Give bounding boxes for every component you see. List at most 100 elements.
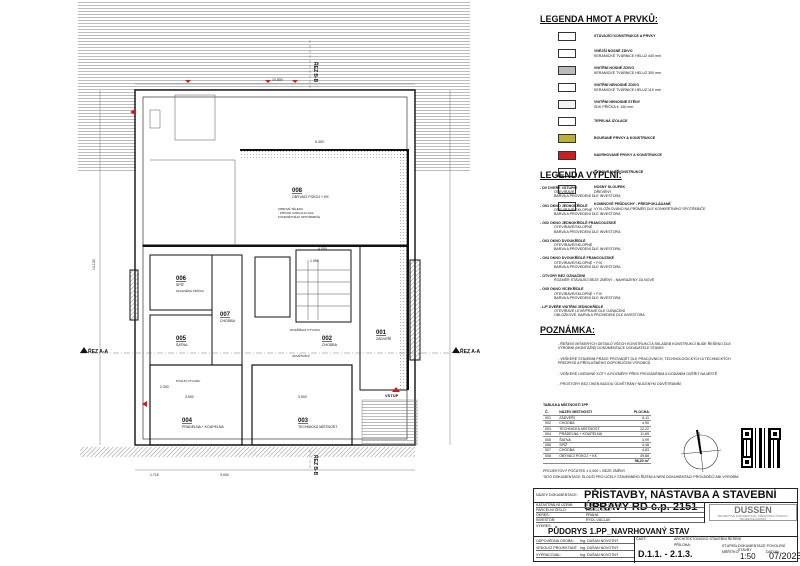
- table-cell: PRÁDELNA + KOUPELNA: [557, 431, 624, 438]
- fill-desc: OTEVÍRAVÉ/SKLOPNÉ + FIX: [554, 260, 602, 265]
- label: DATUM:: [766, 550, 780, 554]
- legend-sublabel: SDK PŘÍČKA tl. 150 mm: [594, 104, 634, 109]
- note-title: POZNÁMKA:: [540, 325, 595, 335]
- fill-desc: OTEVÍRAVÉ/SKLOPNÉ + FIX: [554, 291, 602, 296]
- legend-label: KOMÍNOVÉ PRŮDUCHY - PŘEDPOKLÁDANÉ: [594, 202, 671, 207]
- section-arrow-icon: [452, 347, 460, 353]
- room-number: 005: [176, 336, 187, 342]
- room-number: 004: [182, 418, 193, 424]
- legend-sublabel: VYVLOŽKOVÁNO NA PRŮMĚR DLE KONKRÉTNÍHO S…: [594, 206, 706, 211]
- legend-sublabel: KERAMICKÉ TVÁRNICE HELUZ 115 mm: [594, 87, 661, 92]
- person-row: ODPOVĚDNÁ OSOBA: Ing. DUŠAN NOVOTNÝ: [536, 539, 634, 544]
- dim: 3.900: [220, 473, 229, 477]
- section-label: ŘEZ B-B: [312, 62, 320, 83]
- legend-swatch: [558, 185, 576, 194]
- column-header: PLOCHA: [623, 410, 651, 416]
- table-cell: 4,48: [623, 442, 651, 449]
- legend-label: VYBOURANÉ KONSTRUKCE: [594, 170, 644, 175]
- legend-swatch: [558, 134, 576, 143]
- dim: 3.500: [185, 395, 194, 399]
- table-cell: 004: [543, 431, 558, 438]
- legend-sublabel: DŘEVĚNÝ: [594, 189, 612, 194]
- field-row: PARCELNÍ ČÍSLO:2144/14, 2144/7: [536, 508, 704, 513]
- legend-item: BOURANÉ PRVKY A KONSTRUKCE: [540, 130, 705, 147]
- legend-swatch: [558, 83, 576, 92]
- drawing-name: PŮDORYS 1.PP_NAVRHOVANÝ STAV: [548, 527, 690, 536]
- fill-desc: OTEVÍRAVÉ/SKLOPNÉ: [554, 207, 593, 212]
- table-cell: 4,90: [623, 420, 651, 427]
- notes-list: - ŘEŠENÍ VEŠKERÝCH DETAILŮ VŠECH KONSTRU…: [558, 342, 748, 392]
- company-tagline: PROJEKTOVÉ DOKUMENTACE | INŽENÝRSKÁ ČINN…: [717, 515, 789, 521]
- table-cell: 3,99: [623, 436, 651, 443]
- fill-label: - O04 OKNO DVOUKŘÍDLÉ FRANCOUZSKÉ: [540, 256, 615, 261]
- label: ODPOVĚDNÁ OSOBA:: [536, 539, 574, 543]
- table-cell: 002: [543, 420, 558, 427]
- table-cell: 003: [543, 426, 558, 433]
- table-cell: 4,83: [623, 447, 651, 454]
- note-item: - ŘEŠENÍ VEŠKERÝCH DETAILŮ VŠECH KONSTRU…: [558, 342, 731, 351]
- table-cell: 001: [543, 415, 558, 422]
- table-cell: 12,22: [623, 426, 651, 433]
- legend-label: VNITŘNÍ NENOSNÉ ZDIVO: [594, 83, 640, 88]
- fill-desc: BARVA A PROVEDENÍ DLE INVESTORA: [554, 247, 621, 252]
- fill-label: - O03 OKNO DVOUKŘÍDLÉ: [540, 238, 586, 243]
- dim: 10.800: [272, 78, 283, 82]
- fill-desc: BARVA A PROVEDENÍ DLE INVESTORA: [554, 212, 621, 217]
- fill-label: - OTVORY BEZ OZNAČENÍ: [540, 274, 586, 279]
- title-block: NÁZEV DOKUMENTACE: PŘÍSTAVBY, NÁSTAVBA A…: [533, 488, 800, 563]
- label: OKRES:: [536, 513, 550, 517]
- fill-desc: OTEVÍRAVÉ LEVÉ/PRAVÉ DLE OZNAČENÍ: [554, 309, 625, 314]
- table-cell: 007: [543, 447, 558, 454]
- table-cell: TECHNICKÁ MÍSTNOST: [557, 426, 624, 433]
- plan-note: KONKRÉTNÍHO SPOTŘEBIČE: [278, 214, 320, 219]
- company-logo: DUSSEN: [734, 505, 772, 515]
- table-cell: 49,88: [623, 453, 651, 460]
- table-cell: CHODBA: [557, 420, 624, 427]
- fill-desc: OBLOŽKOVÉ, BARVA A PROVEDENÍ DLE INVESTO…: [554, 313, 645, 318]
- person-row: VEDOUCÍ PROJEKTANT:Ing. DUŠAN NOVOTNÝ: [536, 546, 634, 551]
- person-row: VYPRACOVAL:Ing. DUŠAN NOVOTNÝ: [536, 553, 634, 558]
- qr-code: [741, 428, 781, 468]
- legend-label: VNITŘNÍ NENOSNÉ STĚNY: [594, 100, 641, 105]
- fill-legend-title: LEGENDA VÝPLNÍ:: [540, 170, 622, 180]
- fill-desc: BARVA A PROVEDENÍ DLE INVESTORA: [554, 295, 621, 300]
- legend-item: VYBOURANÉ KONSTRUKCE: [540, 164, 705, 181]
- room-number: 007: [220, 312, 231, 318]
- date: 07/2025: [769, 551, 800, 561]
- legend-item: NAVRHOVANÉ PRVKY A KONSTRUKCE: [540, 147, 705, 164]
- dim: 3.500: [298, 395, 307, 399]
- label: INVESTOR:: [536, 518, 556, 522]
- legend-swatch: [558, 151, 576, 160]
- room-name: OBÝVACÍ POKOJ + KK: [292, 195, 329, 199]
- legend-label: STÁVAJÍCÍ KONSTRUKCE A PRVKY: [594, 34, 656, 39]
- value: Ing. DUŠAN NOVOTNÝ: [580, 539, 619, 543]
- dim: 14.100: [92, 259, 96, 270]
- label: ČÁST:: [636, 537, 647, 541]
- fill-desc: BARVA A PROVEDENÍ DLE INVESTORA: [554, 264, 621, 269]
- plan-note: SKLENĚNÁ PŘÍČKA: [176, 288, 204, 293]
- note-item: - PROSTORY BEZ OKEN BUDOU ODVĚTRÁNY NUCE…: [558, 382, 681, 387]
- legend-swatch: [558, 117, 576, 126]
- room-labels: 008 OBÝVACÍ POKOJ + KK 006 SPÍŽ 007 CHOD…: [176, 188, 391, 429]
- column-header: Č.: [543, 410, 558, 416]
- plan-note: POSUN OTVORU: [176, 379, 200, 383]
- room-name: TECHNICKÁ MÍSTNOST: [298, 425, 338, 429]
- room-number: 002: [322, 336, 333, 342]
- legend-label: BOURANÉ PRVKY A KONSTRUKCE: [594, 136, 656, 141]
- dim: 2.300: [160, 385, 169, 389]
- legend-sublabel: KERAMICKÉ TVÁRNICE HELUZ 440 mm: [594, 53, 662, 58]
- room-name: ZÁDVEŘÍ: [376, 336, 391, 341]
- legend-item: TEPELNÁ IZOLACE: [540, 113, 705, 130]
